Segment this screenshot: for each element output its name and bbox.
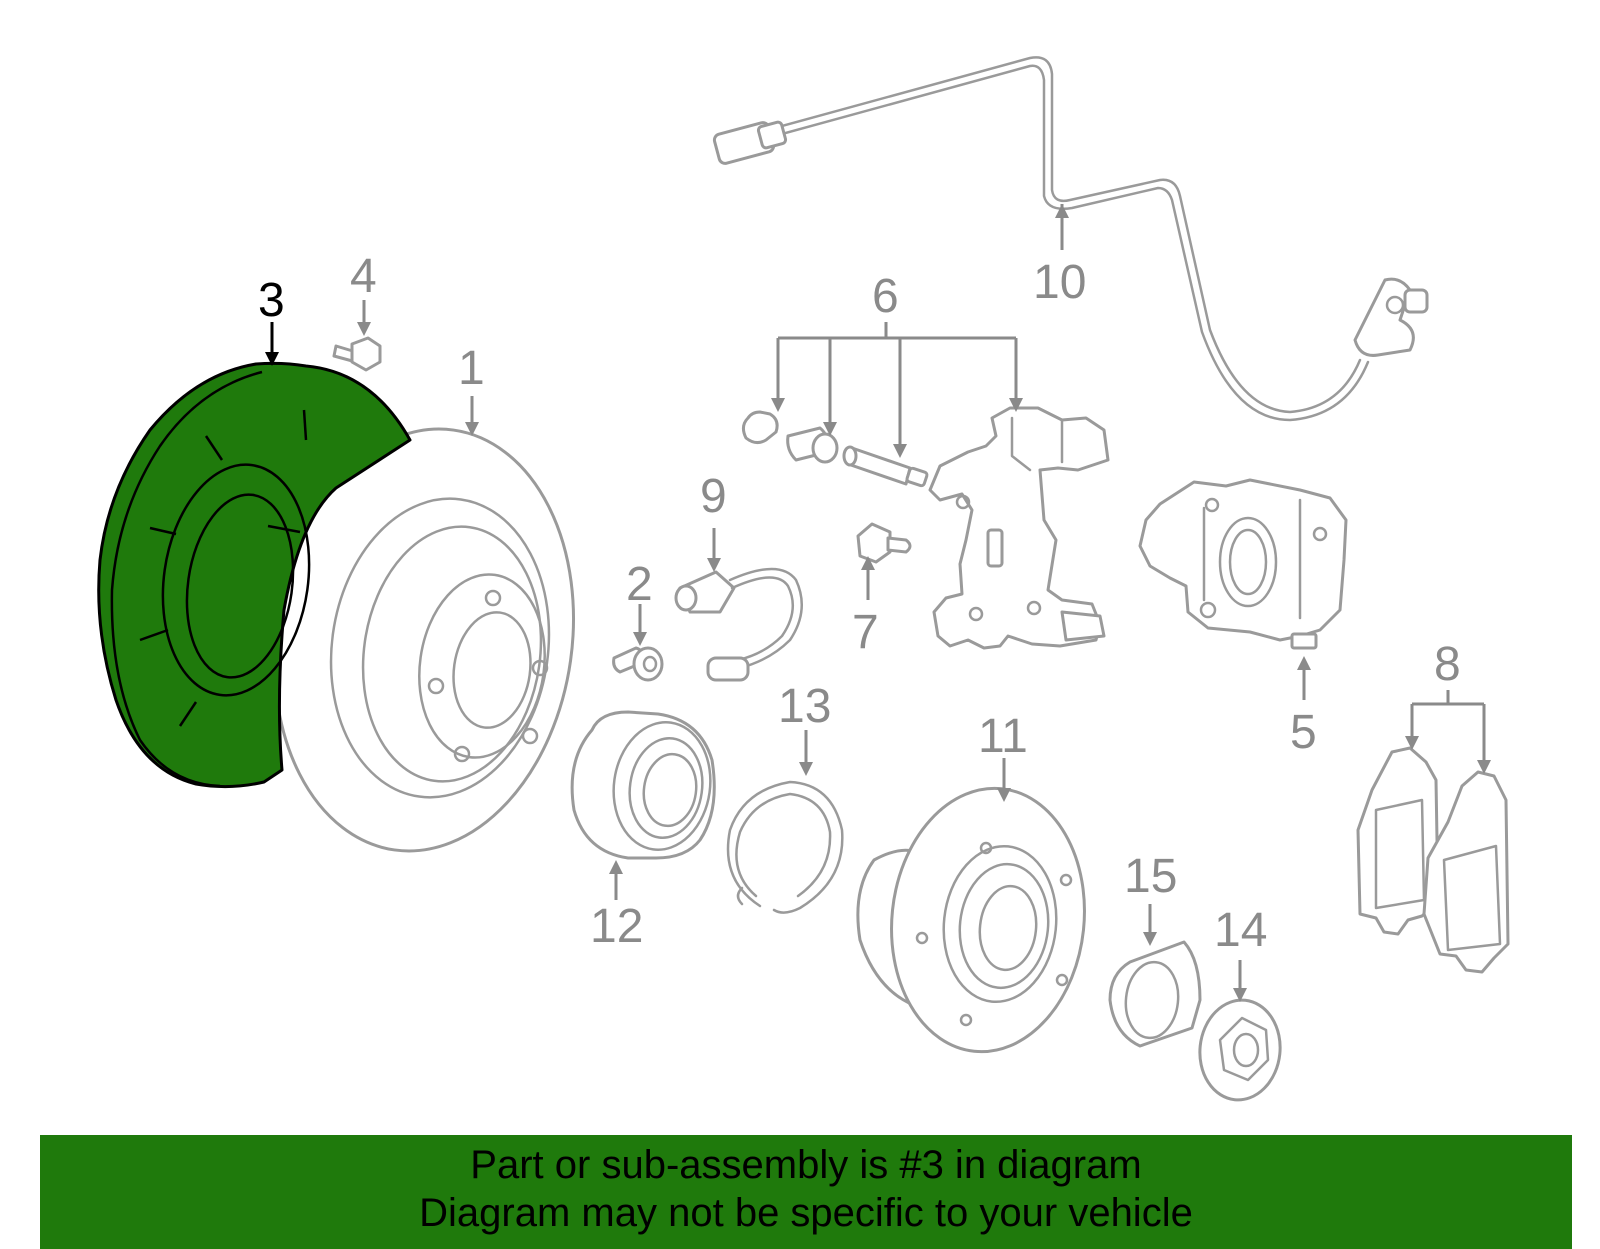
part-8-brake-pads[interactable] (1356, 746, 1510, 974)
arrowhead-12 (609, 860, 623, 874)
part-13-snap-ring[interactable] (726, 780, 844, 914)
banner-line-disclaimer: Diagram may not be specific to your vehi… (419, 1191, 1193, 1235)
part-5-caliper[interactable] (1138, 478, 1348, 650)
part-15-cap[interactable] (1108, 940, 1202, 1048)
arrowhead-1 (465, 422, 479, 436)
label-12: 12 (590, 900, 643, 953)
label-6: 6 (872, 270, 899, 323)
arrowhead-15 (1143, 932, 1157, 946)
arrowhead-3 (265, 352, 279, 366)
part-9-wear-sensor[interactable] (674, 567, 803, 682)
label-14: 14 (1214, 904, 1267, 957)
arrowhead-5 (1297, 656, 1311, 670)
arrowhead-13 (799, 762, 813, 776)
label-2: 2 (626, 558, 653, 611)
label-4: 4 (350, 250, 377, 303)
part-6-guide-pins-kit[interactable] (741, 406, 1110, 650)
arrowhead-2 (633, 632, 647, 646)
arrowhead-4 (357, 322, 371, 336)
label-15: 15 (1124, 850, 1177, 903)
label-13: 13 (778, 680, 831, 733)
part-14-hub-nut[interactable] (1195, 996, 1285, 1104)
leader-6 (771, 322, 1023, 458)
info-banner: Part or sub-assembly is #3 in diagram Di… (40, 1135, 1572, 1249)
arrowhead-9 (707, 558, 721, 572)
label-8: 8 (1434, 638, 1461, 691)
part-2-bolt[interactable] (612, 646, 664, 682)
arrowhead-11 (997, 788, 1011, 802)
label-5: 5 (1290, 706, 1317, 759)
banner-line-part: Part or sub-assembly is #3 in diagram (470, 1143, 1142, 1187)
label-1: 1 (458, 342, 485, 395)
part-4-bolt[interactable] (332, 336, 382, 372)
part-12-wheel-bearing[interactable] (570, 710, 718, 860)
leader-8 (1405, 690, 1491, 774)
label-7: 7 (852, 606, 879, 659)
arrowhead-10 (1055, 204, 1069, 218)
arrowhead-14 (1233, 988, 1247, 1002)
part-10-sensor-cable[interactable] (712, 56, 1429, 422)
label-3: 3 (258, 274, 285, 327)
arrowhead-7 (861, 556, 875, 570)
part-7-bolt[interactable] (856, 522, 912, 564)
label-11: 11 (978, 710, 1028, 763)
part-11-wheel-hub[interactable] (856, 779, 1097, 1062)
label-9: 9 (700, 470, 727, 523)
part-3-dust-shield[interactable] (97, 361, 412, 789)
label-10: 10 (1033, 256, 1086, 309)
